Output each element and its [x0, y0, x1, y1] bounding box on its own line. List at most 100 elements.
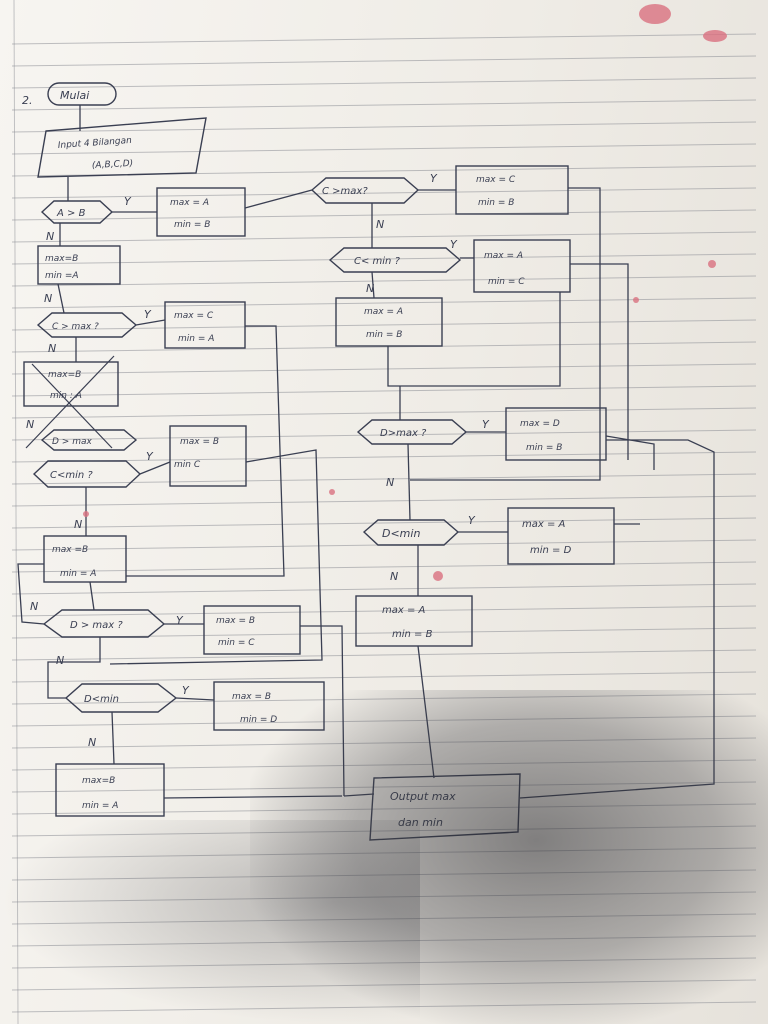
ruled-line — [11, 561, 757, 573]
ruled-line — [11, 143, 757, 155]
label-y: Y — [450, 238, 458, 251]
box-right-d4-no-min: min = B — [392, 629, 433, 640]
output-line2: dan min — [398, 816, 443, 829]
decision-c-gt-max-right: C >max? — [310, 177, 420, 204]
box-left-d1-no: max=B min =A — [37, 245, 121, 285]
box-left-d4-no: max =B min = A — [43, 535, 127, 583]
decision-d-gt-max-left: D > max ? — [42, 609, 166, 638]
box-right-d4-yes-max: max = A — [522, 519, 566, 530]
start-label: Mulai — [60, 89, 89, 102]
decision-d-lt-min-right: D<min — [362, 519, 460, 546]
decision-d-lt-min-left: D<min — [64, 683, 178, 713]
start-terminal: Mulai — [47, 82, 117, 106]
ink-stains — [83, 4, 727, 581]
decision-d-lt-min-right-label: D<min — [382, 527, 420, 540]
box-left-d6-yes-max: max = B — [232, 692, 271, 702]
label-y: Y — [482, 418, 490, 431]
label-y: Y — [430, 172, 438, 185]
ruled-line — [11, 33, 757, 45]
ruled-line — [11, 671, 757, 683]
ruled-line — [11, 319, 757, 331]
decision-c-gt-max-left: C > max ? — [36, 312, 138, 338]
ruled-line — [11, 583, 757, 595]
ruled-line — [11, 341, 757, 353]
decision-d-gt-max-right: D>max ? — [356, 419, 468, 445]
label-y: Y — [124, 195, 132, 208]
label-n: N — [386, 476, 394, 489]
ruled-line — [11, 517, 757, 529]
decision-c-gt-max-right-label: C >max? — [322, 186, 368, 197]
box-right-d2-yes: max = A min = C — [473, 239, 571, 293]
ruled-line — [11, 649, 757, 661]
connectors — [17, 105, 715, 799]
label-n: N — [46, 230, 54, 243]
decision-c-lt-min-right: C< min ? — [328, 247, 462, 273]
box-left-d5-yes-min: min = C — [218, 638, 255, 648]
decision-d-lt-min-left-label: D<min — [84, 694, 119, 705]
decision-d-gt-max-right-label: D>max ? — [380, 428, 427, 439]
box-left-d6-no-min: min = A — [82, 801, 118, 811]
decision-c-lt-min-right-label: C< min ? — [354, 256, 401, 267]
label-n: N — [88, 736, 96, 749]
box-left-d4-no-min: min = A — [60, 569, 96, 579]
box-right-d3-yes-max: max = D — [520, 419, 560, 429]
box-left-d1-no-min: min =A — [45, 271, 79, 281]
box-left-d1-yes: max = A min = B — [156, 187, 246, 237]
page-number: 2. — [22, 94, 33, 107]
label-y: Y — [468, 514, 476, 527]
label-n: N — [48, 342, 56, 355]
box-left-d1-yes-min: min = B — [174, 220, 210, 230]
crossed-box-min: min : A — [50, 391, 82, 401]
box-right-d2-no-max: max = A — [364, 307, 403, 317]
box-left-d1-yes-max: max = A — [170, 198, 209, 208]
label-n: N — [44, 292, 52, 305]
decision-c-gt-max-left-label: C > max ? — [52, 322, 99, 332]
ruled-line — [11, 385, 757, 397]
ruled-line — [11, 363, 757, 375]
box-left-d6-yes: max = B min = D — [213, 681, 325, 731]
ruled-line — [11, 187, 757, 199]
ruled-line — [11, 209, 757, 221]
box-left-d1-no-max: max=B — [45, 254, 78, 264]
box-right-d4-no: max = A min = B — [355, 595, 473, 647]
output-box: Output max dan min — [369, 773, 521, 841]
label-y: Y — [146, 450, 154, 463]
output-line1: Output max — [390, 790, 456, 803]
box-right-d1-yes-min: min = B — [478, 198, 514, 208]
box-left-d2-yes-max: max = C — [174, 311, 214, 321]
box-left-d2-yes: max = C min = A — [164, 301, 246, 349]
crossed-out-decision: D > max — [40, 429, 138, 451]
box-left-d4-no-max: max =B — [52, 545, 88, 555]
decision-d-gt-max-left-label: D > max ? — [70, 620, 123, 631]
box-right-d4-no-max: max = A — [382, 605, 426, 616]
ruled-line — [11, 429, 757, 441]
ruled-line — [11, 77, 757, 89]
box-right-d3-yes-min: min = B — [526, 443, 562, 453]
crossed-decision-label: D > max — [52, 437, 92, 447]
box-right-d1-yes: max = C min = B — [455, 165, 569, 215]
box-right-d2-yes-max: max = A — [484, 251, 523, 261]
decision-a-gt-b-label: A > B — [56, 208, 86, 219]
label-n: N — [366, 282, 374, 295]
box-left-d6-no-max: max=B — [82, 776, 115, 786]
label-n: N — [56, 654, 64, 667]
label-n: N — [376, 218, 384, 231]
ruled-line — [11, 473, 757, 485]
box-right-d2-no-min: min = B — [366, 330, 402, 340]
decision-c-lt-min-left: C<min ? — [32, 460, 142, 488]
box-right-d2-yes-min: min = C — [488, 277, 525, 287]
decision-c-lt-min-left-label: C<min ? — [50, 470, 93, 481]
branch-labels: Y N N Y N N Y N N Y N Y N Y N Y N Y N Y … — [26, 172, 490, 749]
ruled-line — [11, 253, 757, 265]
box-left-d6-no: max=B min = A — [55, 763, 165, 817]
margin-line — [13, 0, 19, 1024]
ruled-line — [11, 297, 757, 309]
ruled-line — [11, 99, 757, 111]
label-n: N — [30, 600, 38, 613]
label-y: Y — [176, 614, 184, 627]
ruled-line — [11, 407, 757, 419]
box-left-d2-yes-min: min = A — [178, 334, 214, 344]
crossed-out-box: max=B min : A — [23, 355, 119, 449]
input-box: Input 4 Bilangan (A,B,C,D) — [37, 117, 207, 178]
